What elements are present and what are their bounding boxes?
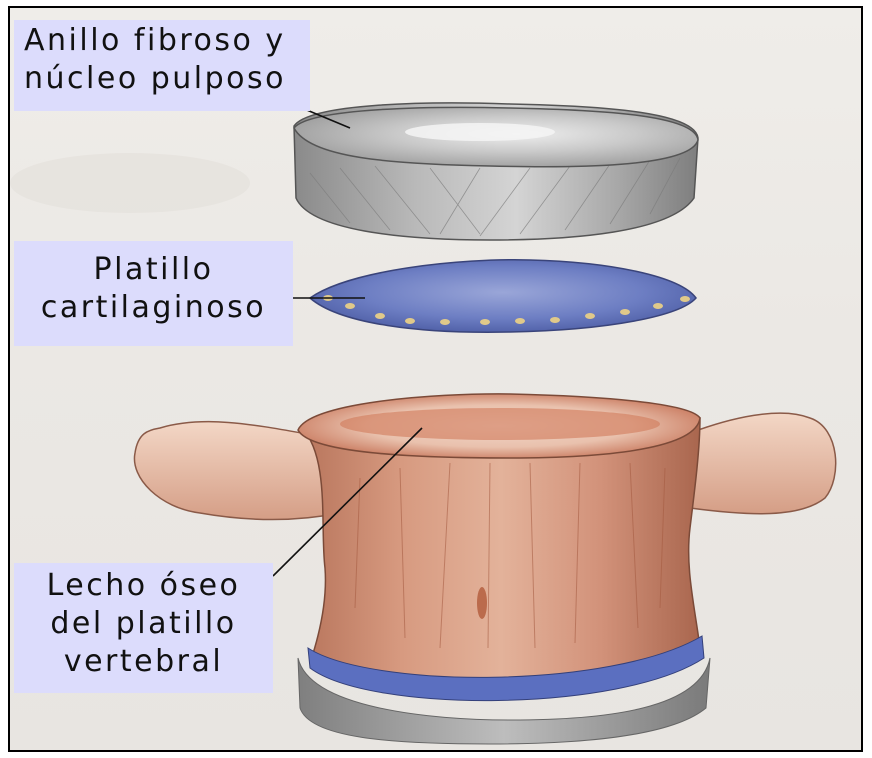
label-plate-line-1: Platillo: [24, 251, 283, 289]
label-plate-line-2: cartilaginoso: [24, 289, 283, 327]
label-bed-line-2: del platillo: [24, 605, 263, 643]
label-cartilage-plate: Platillo cartilaginoso: [14, 241, 293, 346]
label-disc-line-1: Anillo fibroso y: [24, 22, 300, 60]
nucleus-pulposus: [405, 123, 555, 141]
right-transverse-process: [690, 413, 836, 514]
label-annulus-nucleus: Anillo fibroso y núcleo pulposo: [14, 20, 310, 111]
diagram-frame: Anillo fibroso y núcleo pulposo Platillo…: [8, 6, 863, 752]
label-bed-line-3: vertebral: [24, 643, 263, 681]
background-smudge: [10, 153, 250, 213]
intervertebral-disc: [294, 103, 698, 240]
label-disc-line-2: núcleo pulposo: [24, 60, 300, 98]
vascular-foramen: [477, 587, 487, 619]
endplate-center: [340, 408, 660, 440]
cartilage-plate: [310, 260, 696, 332]
label-bed-line-1: Lecho óseo: [24, 567, 263, 605]
label-bony-bed: Lecho óseo del platillo vertebral: [14, 563, 273, 693]
